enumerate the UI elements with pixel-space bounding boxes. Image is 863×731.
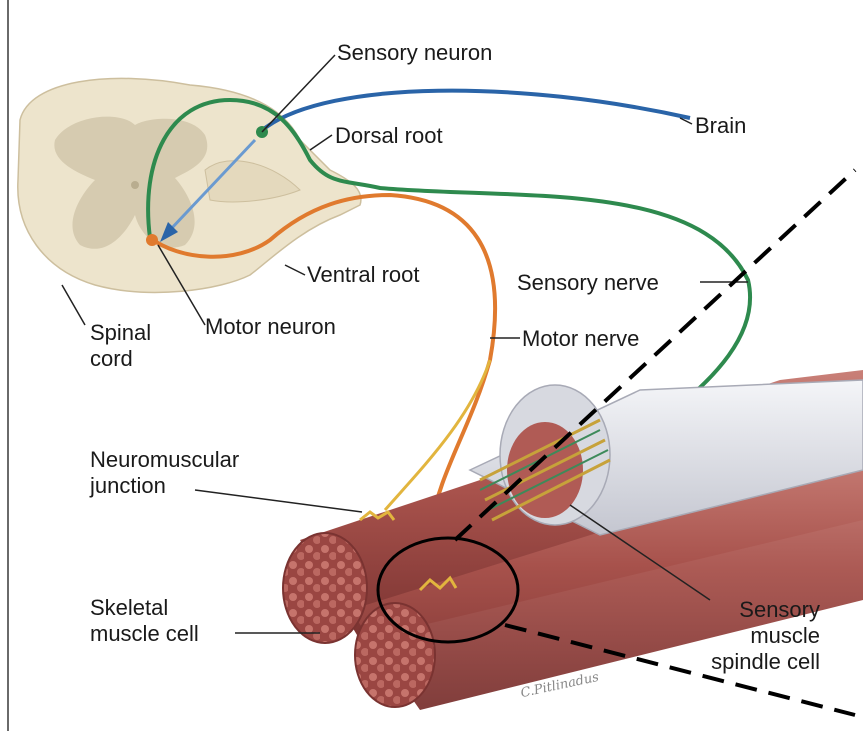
- label-sensory-neuron: Sensory neuron: [337, 40, 492, 66]
- muscle-end-top: [283, 533, 367, 643]
- label-ventral-root: Ventral root: [307, 262, 420, 288]
- label-skeletal-muscle-cell: Skeletal muscle cell: [90, 595, 199, 647]
- label-motor-neuron: Motor neuron: [205, 314, 336, 340]
- label-spindle-line-2: muscle: [640, 623, 820, 649]
- brain-pathway: [265, 91, 690, 128]
- label-sensory-nerve: Sensory nerve: [517, 270, 659, 296]
- label-neuromuscular-junction: Neuromuscular junction: [90, 447, 239, 499]
- label-spinal-cord-line-1: Spinal: [90, 320, 151, 346]
- label-spindle-line-1: Sensory: [640, 597, 820, 623]
- label-nmj-line-2: junction: [90, 473, 239, 499]
- muscle-end-bottom: [355, 603, 435, 707]
- label-skeletal-line-1: Skeletal: [90, 595, 199, 621]
- label-dorsal-root: Dorsal root: [335, 123, 443, 149]
- label-spinal-cord-line-2: cord: [90, 346, 151, 372]
- label-spindle-line-3: spindle cell: [640, 649, 820, 675]
- label-sensory-muscle-spindle-cell: Sensory muscle spindle cell: [640, 597, 820, 675]
- label-spinal-cord: Spinal cord: [90, 320, 151, 372]
- label-nmj-line-1: Neuromuscular: [90, 447, 239, 473]
- label-motor-nerve: Motor nerve: [522, 326, 639, 352]
- motor-neuron-body: [146, 234, 158, 246]
- label-skeletal-line-2: muscle cell: [90, 621, 199, 647]
- label-brain: Brain: [695, 113, 746, 139]
